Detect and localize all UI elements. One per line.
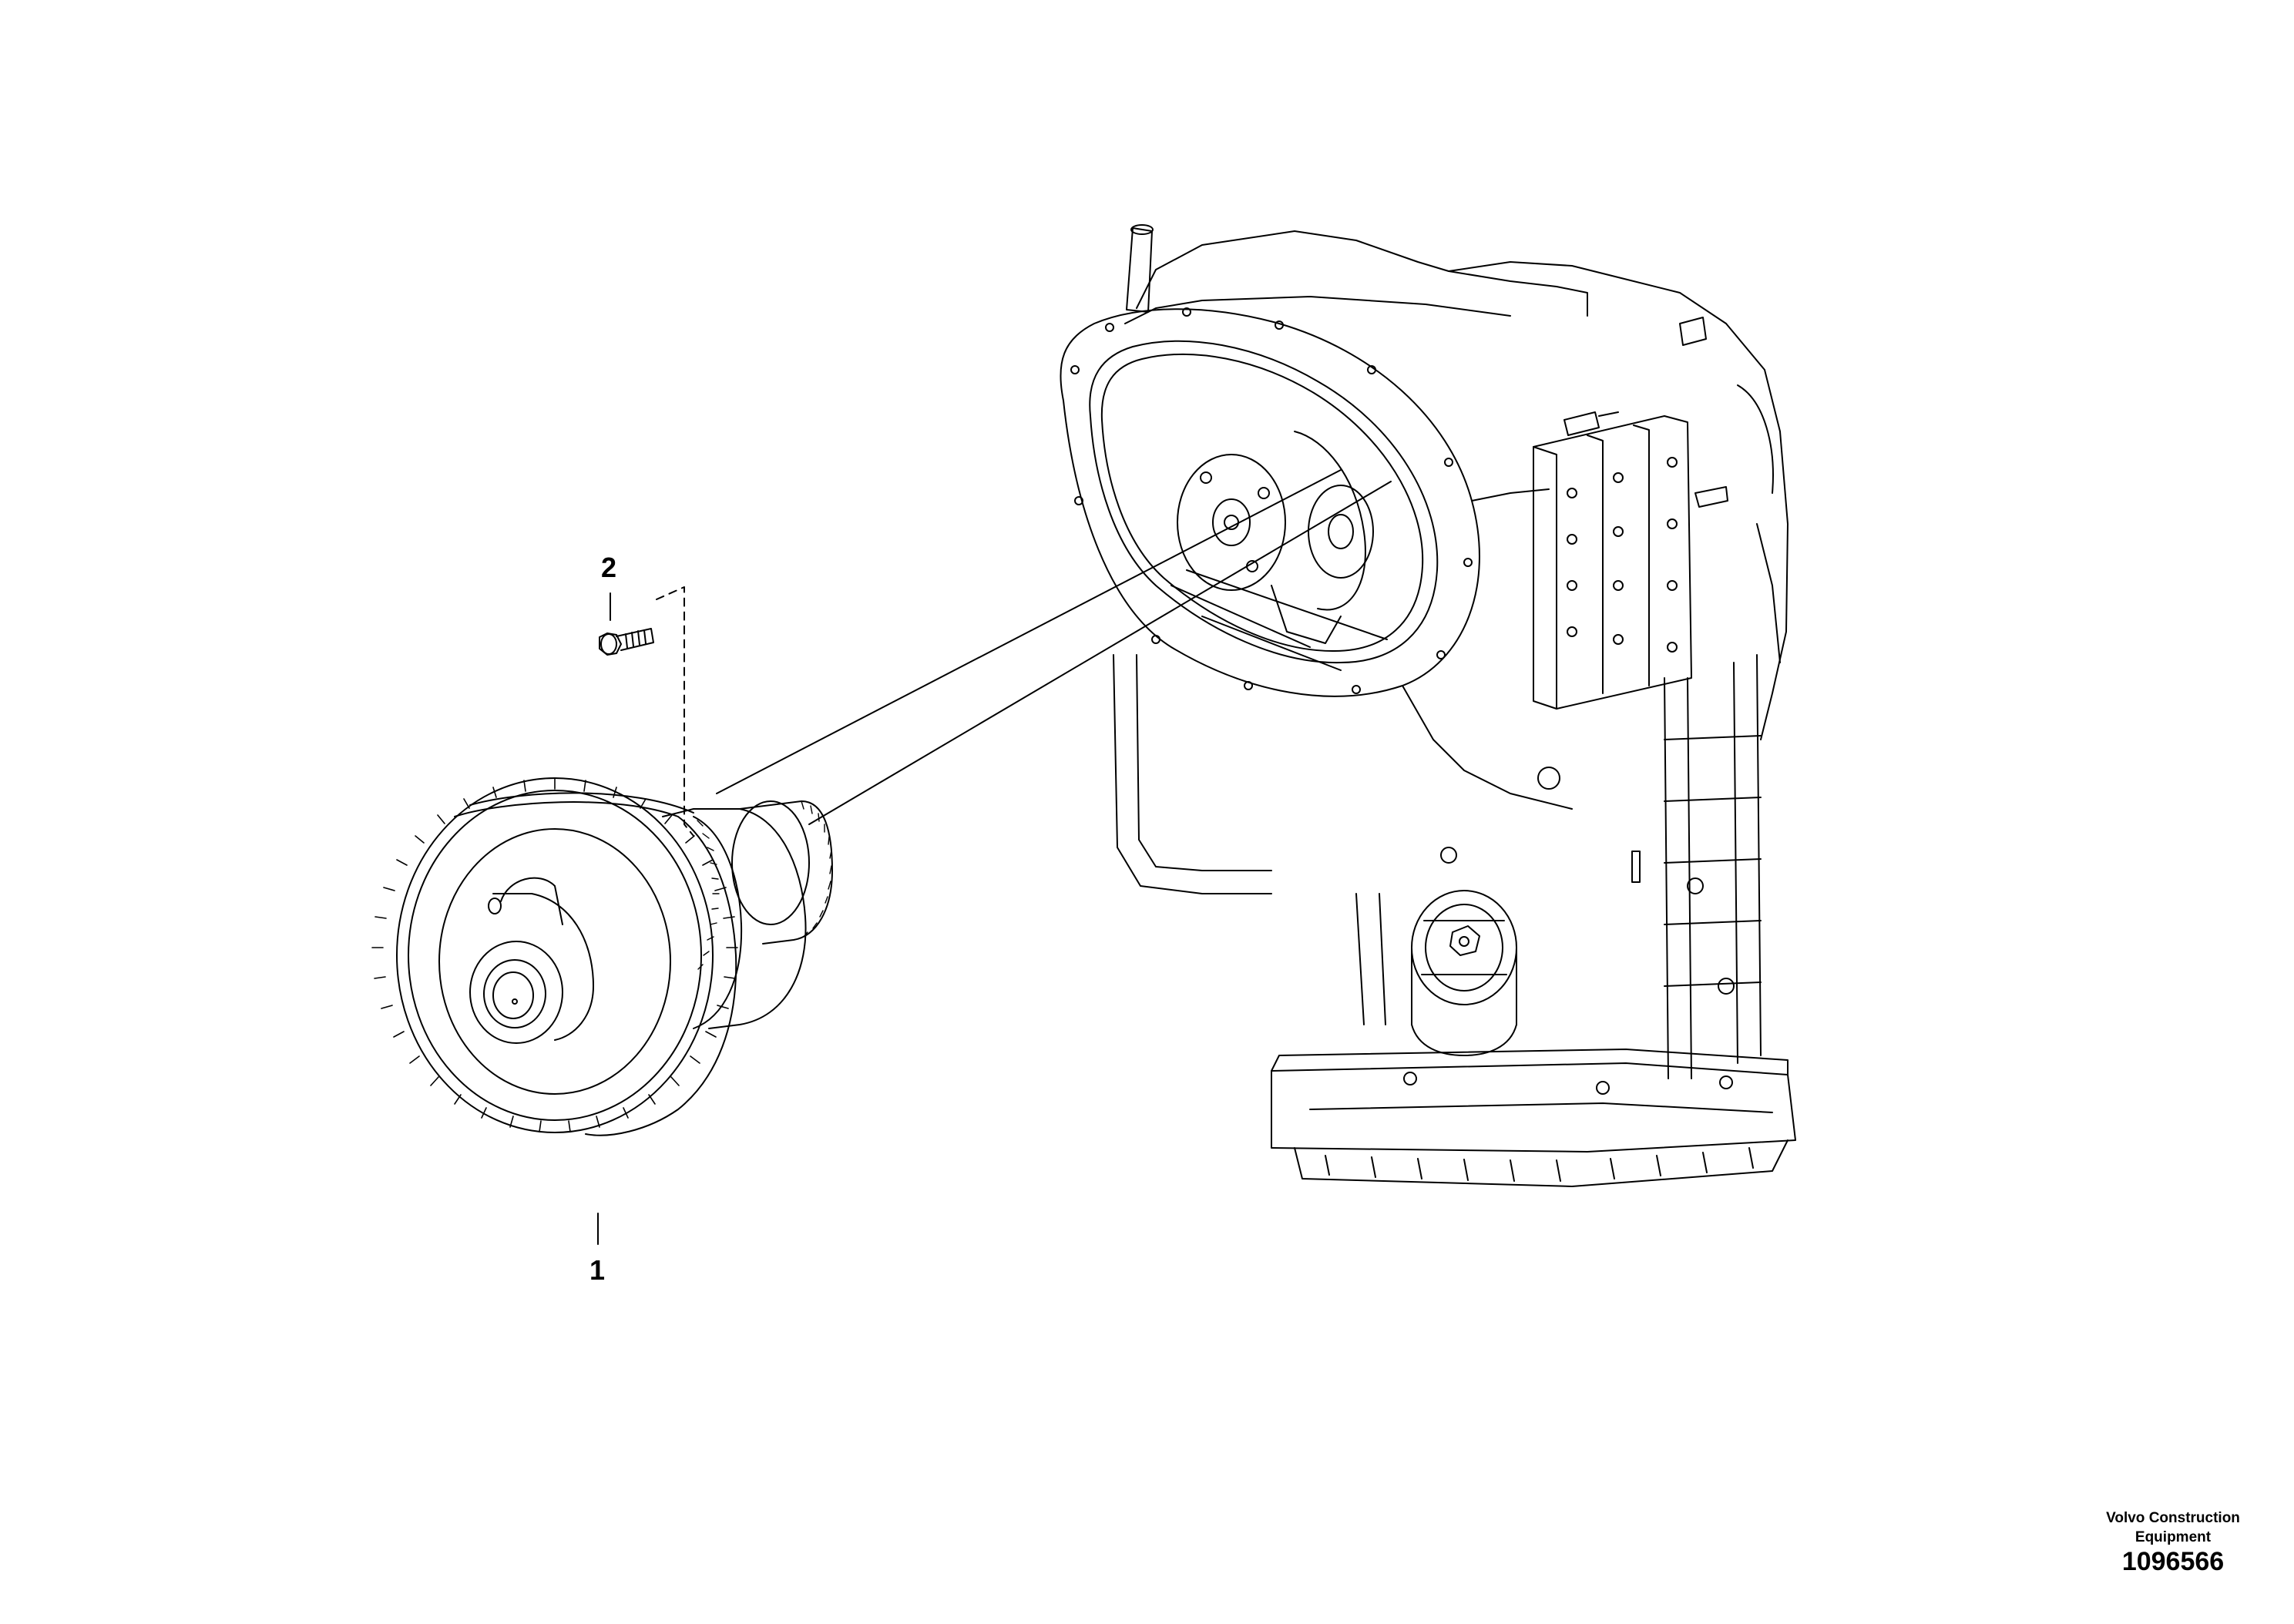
callout-label-2: 2 (601, 552, 617, 583)
transmission-housing (1060, 225, 1795, 1186)
callout-label-1: 1 (589, 1254, 606, 1286)
leader-lines (598, 470, 1391, 1244)
manufacturer-line-1: Volvo Construction (2106, 1510, 2240, 1526)
drawing-number: 1096566 (2121, 1547, 2225, 1576)
manufacturer-line-2: Equipment (2134, 1529, 2212, 1545)
manufacturer-label: Volvo Construction Equipment (2073, 1508, 2273, 1547)
screw-part (600, 629, 653, 655)
torque-converter-assembly (372, 778, 832, 1136)
